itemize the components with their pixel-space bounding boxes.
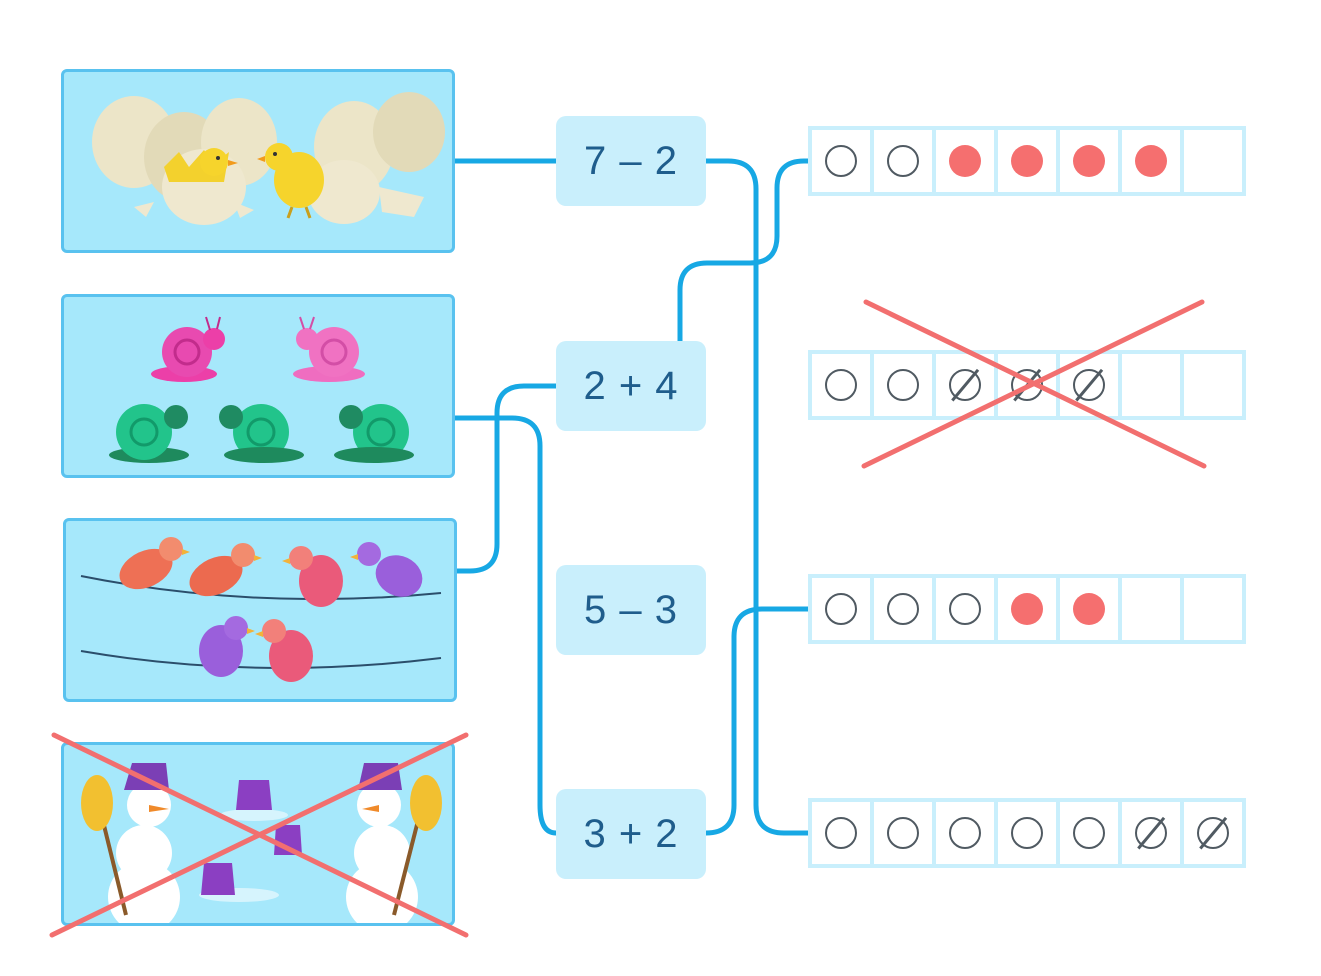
- frame-cell[interactable]: [932, 126, 998, 196]
- expression-7-minus-2[interactable]: 7 – 2: [556, 116, 706, 206]
- chicks-illustration: [92, 92, 445, 225]
- line-7-2-to-frame-4: [703, 158, 811, 836]
- frame-2-cross-mark: [861, 299, 1207, 469]
- frame-cell[interactable]: [994, 574, 1060, 644]
- filled-counter: [1011, 593, 1043, 625]
- crossed-out-counter: [1135, 817, 1167, 849]
- frame-cell[interactable]: [808, 574, 874, 644]
- expression-3-plus-2[interactable]: 3 + 2: [556, 789, 706, 879]
- picture-birds[interactable]: [63, 518, 457, 702]
- empty-counter: [825, 145, 857, 177]
- frame-cell[interactable]: [1056, 798, 1122, 868]
- frame-cell[interactable]: [1056, 574, 1122, 644]
- frame-cell[interactable]: [870, 574, 936, 644]
- dot-frame-4[interactable]: [808, 798, 1246, 868]
- frame-cell[interactable]: [808, 126, 874, 196]
- empty-counter: [1073, 817, 1105, 849]
- picture-snails[interactable]: [61, 294, 455, 478]
- empty-counter: [1011, 817, 1043, 849]
- frame-cell[interactable]: [994, 126, 1060, 196]
- filled-counter: [1011, 145, 1043, 177]
- empty-counter: [887, 817, 919, 849]
- crossed-out-counter: [1197, 817, 1229, 849]
- dot-frame-2[interactable]: [808, 350, 1246, 420]
- frame-cell[interactable]: [932, 574, 998, 644]
- frame-cell[interactable]: [870, 798, 936, 868]
- dot-frame-1[interactable]: [808, 126, 1246, 196]
- frame-cell[interactable]: [1118, 126, 1184, 196]
- frame-cell[interactable]: [808, 350, 874, 420]
- crossed-out-counter: [1073, 369, 1105, 401]
- expression-5-minus-3[interactable]: 5 – 3: [556, 565, 706, 655]
- frame-cell[interactable]: [808, 798, 874, 868]
- filled-counter: [949, 145, 981, 177]
- empty-counter: [825, 817, 857, 849]
- frame-cell[interactable]: [1118, 798, 1184, 868]
- line-snails-to-3-2: [452, 415, 559, 836]
- empty-counter: [949, 593, 981, 625]
- frame-cell[interactable]: [994, 798, 1060, 868]
- empty-counter: [825, 369, 857, 401]
- frame-cell[interactable]: [1180, 574, 1246, 644]
- line-3-2-to-frame-3: [703, 606, 811, 836]
- filled-counter: [1073, 145, 1105, 177]
- frame-cell[interactable]: [994, 350, 1060, 420]
- frame-cell[interactable]: [1056, 126, 1122, 196]
- dot-frame-3[interactable]: [808, 574, 1246, 644]
- empty-counter: [825, 593, 857, 625]
- frame-cell[interactable]: [932, 798, 998, 868]
- frame-cell[interactable]: [1180, 126, 1246, 196]
- filled-counter: [1073, 593, 1105, 625]
- frame-cell[interactable]: [1180, 350, 1246, 420]
- empty-counter: [887, 593, 919, 625]
- snowmen-cross-mark: [49, 732, 469, 938]
- expression-2-plus-4[interactable]: 2 + 4: [556, 341, 706, 431]
- line-birds-to-2-4: [454, 383, 559, 574]
- crossed-out-counter: [949, 369, 981, 401]
- empty-counter: [949, 817, 981, 849]
- empty-counter: [887, 369, 919, 401]
- frame-cell[interactable]: [870, 350, 936, 420]
- frame-cell[interactable]: [870, 126, 936, 196]
- filled-counter: [1135, 145, 1167, 177]
- picture-chicks[interactable]: [61, 69, 455, 253]
- frame-cell[interactable]: [1118, 574, 1184, 644]
- snails-illustration: [109, 316, 414, 463]
- birds-illustration: [80, 537, 442, 682]
- empty-counter: [887, 145, 919, 177]
- line-2-4-to-frame-1: [677, 158, 811, 344]
- frame-cell[interactable]: [1180, 798, 1246, 868]
